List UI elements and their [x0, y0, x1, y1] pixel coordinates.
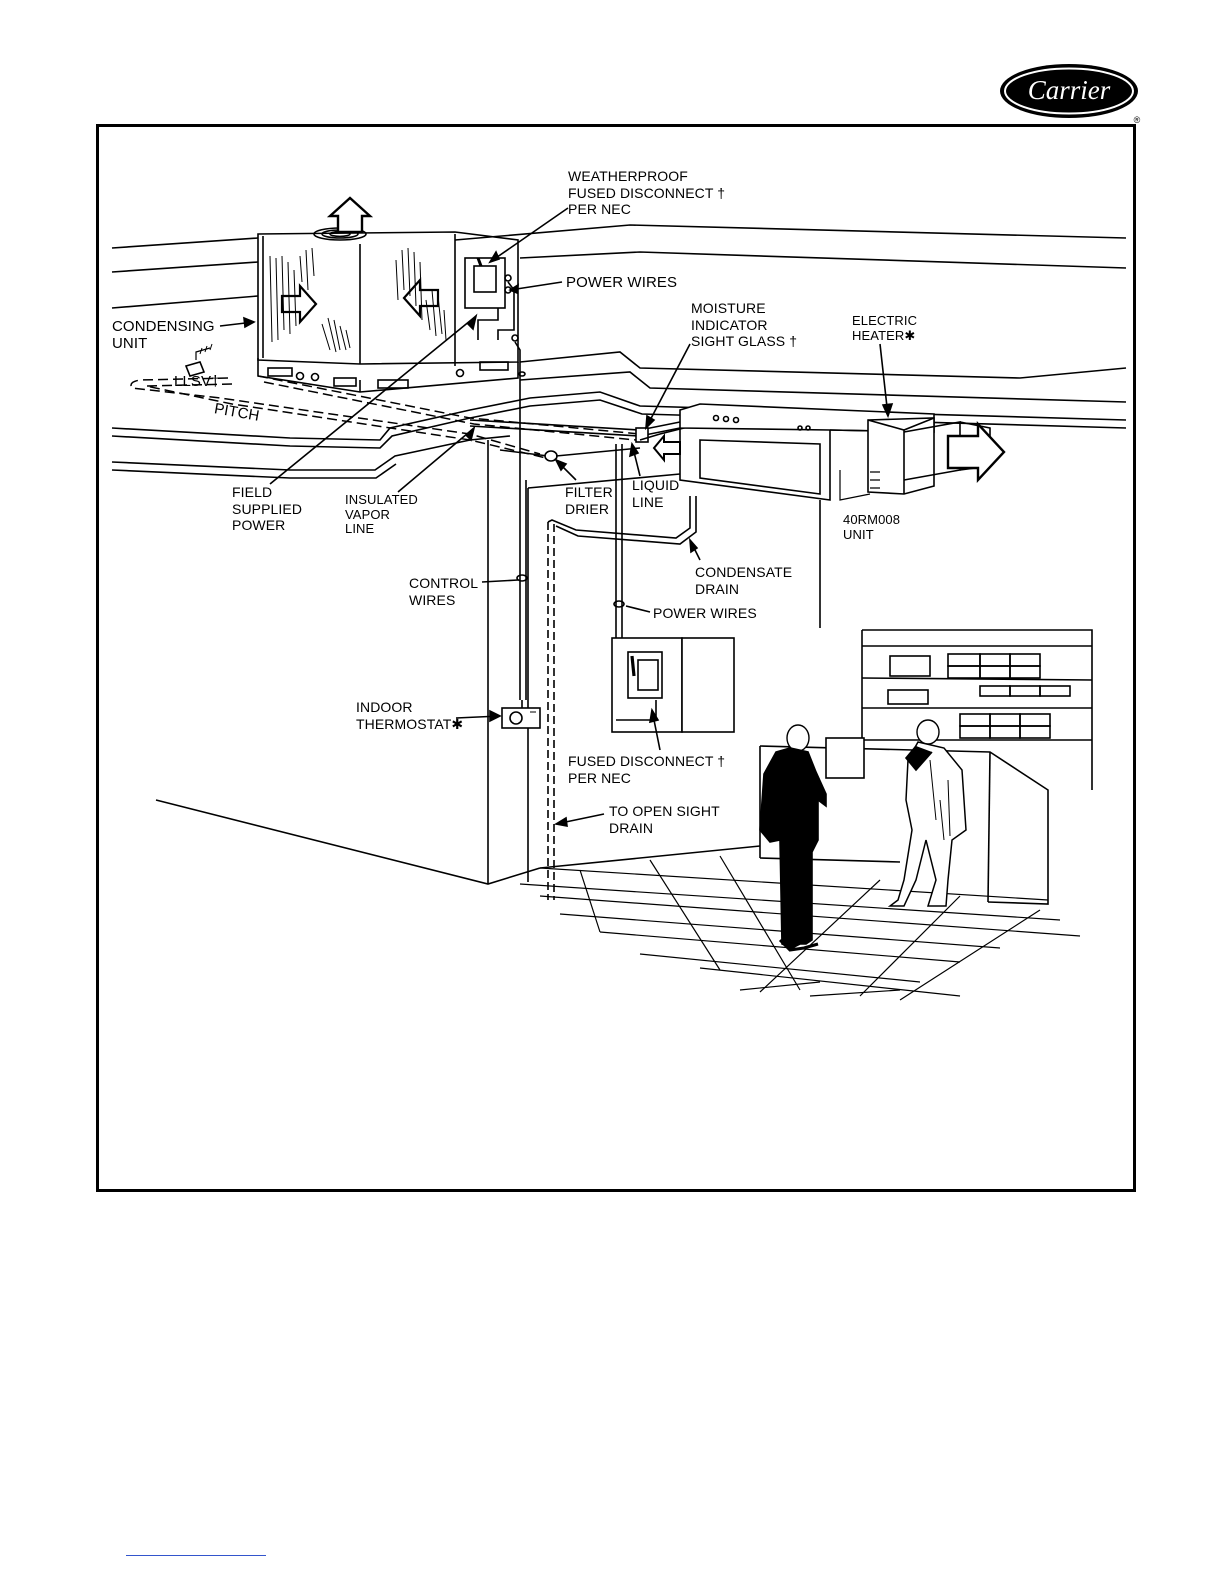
- label-power-wires-top: POWER WIRES: [566, 274, 678, 291]
- label-llsv: LLSV†: [174, 373, 220, 390]
- label-control-wires: CONTROL WIRES: [409, 575, 479, 608]
- registered-mark: ®: [1134, 115, 1141, 125]
- condensing-unit: [257, 196, 521, 480]
- diagram-frame: [96, 124, 1136, 1192]
- label-filter-drier: FILTER DRIER: [565, 484, 613, 517]
- label-condensing-unit: CONDENSING UNIT: [112, 318, 215, 352]
- leader-lines: [219, 207, 894, 827]
- label-moisture-indicator: MOISTURE INDICATOR SIGHT GLASS †: [691, 300, 798, 349]
- carrier-logo-text: Carrier: [1028, 75, 1111, 105]
- label-unit-model: 40RM008 UNIT: [843, 512, 901, 542]
- label-field-supplied-power: FIELD SUPPLIED POWER: [232, 484, 303, 533]
- label-power-wires-mid: POWER WIRES: [653, 605, 757, 621]
- panel-disconnect: [611, 637, 735, 733]
- refrigerant-lines: [130, 375, 641, 459]
- label-insulated-vapor-line: INSULATED VAPOR LINE: [345, 492, 418, 536]
- roof-parapet: [111, 224, 1127, 479]
- thermostat-device: [501, 700, 541, 729]
- figure-man-dark: [759, 724, 827, 952]
- footer-link-underline: [126, 1555, 266, 1556]
- carrier-logo: Carrier ®: [1000, 64, 1141, 125]
- label-indoor-thermostat: INDOOR THERMOSTAT✱: [356, 699, 464, 732]
- office-furniture: [759, 629, 1093, 905]
- llsv-valve: [184, 343, 213, 377]
- room-walls: [155, 440, 821, 885]
- fan-coil-unit: [652, 403, 1006, 501]
- label-condensate-drain: CONDENSATE DRAIN: [695, 564, 793, 597]
- label-electric-heater: ELECTRIC HEATER✱: [852, 313, 918, 343]
- label-fused-disconnect: FUSED DISCONNECT † PER NEC: [568, 753, 726, 786]
- label-open-sight-drain: TO OPEN SIGHT DRAIN: [609, 803, 720, 836]
- label-weatherproof-disconnect: WEATHERPROOF FUSED DISCONNECT † PER NEC: [568, 168, 726, 217]
- floor-tiles: [519, 855, 1081, 1001]
- label-liquid-line: LIQUID LINE: [632, 477, 680, 510]
- figure-man-light: [887, 719, 967, 907]
